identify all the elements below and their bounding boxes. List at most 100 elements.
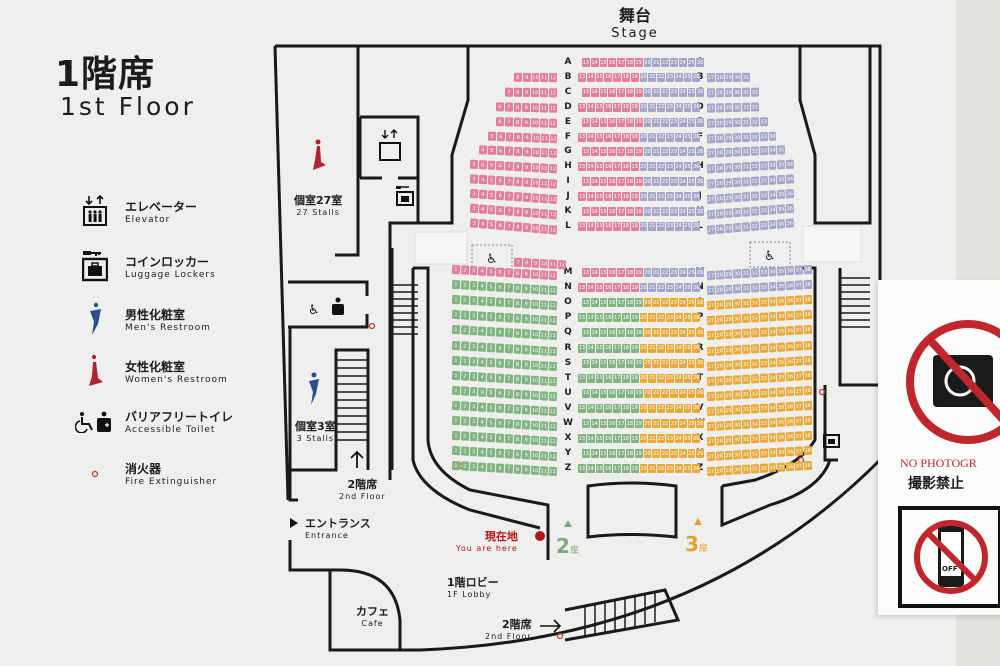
seat[interactable]: 3 — [469, 462, 479, 472]
seat[interactable]: 35 — [777, 432, 786, 442]
seat[interactable]: 12 — [548, 285, 558, 296]
seat[interactable]: 11 — [540, 315, 549, 325]
seat[interactable]: 11 — [540, 451, 549, 461]
seat[interactable]: 6 — [496, 267, 505, 277]
seat[interactable]: 14 — [590, 207, 599, 216]
seat[interactable]: 4 — [478, 387, 487, 397]
seat[interactable]: 34 — [768, 145, 777, 156]
seat[interactable]: 5 — [487, 463, 496, 473]
seat[interactable]: 35 — [777, 326, 786, 337]
seat[interactable]: 32 — [750, 434, 760, 444]
seat[interactable]: 20 — [639, 72, 648, 82]
seat[interactable]: 36 — [785, 416, 795, 427]
seat[interactable]: 32 — [750, 268, 760, 278]
seat[interactable]: 15 — [595, 464, 604, 474]
seat[interactable]: 23 — [665, 283, 674, 293]
seat[interactable]: 17 — [613, 192, 621, 202]
seat[interactable]: 2 — [460, 386, 470, 396]
seat[interactable]: 17 — [617, 328, 625, 338]
seat[interactable]: 23 — [665, 403, 674, 413]
seat[interactable]: 7 — [504, 313, 514, 323]
seat[interactable]: 19 — [634, 449, 643, 459]
seat[interactable]: 12 — [548, 331, 558, 341]
seat[interactable]: 2 — [460, 265, 470, 275]
seat[interactable]: 11 — [540, 148, 549, 158]
seat[interactable]: 36 — [785, 401, 795, 412]
seat[interactable]: 8 — [513, 177, 523, 187]
seat[interactable]: 9 — [522, 269, 531, 279]
seat[interactable]: 19 — [634, 117, 643, 127]
seat[interactable]: 9 — [522, 207, 531, 218]
seat[interactable]: 25 — [683, 313, 692, 323]
seat[interactable]: 8 — [513, 449, 523, 460]
seat[interactable]: 31 — [741, 434, 751, 445]
seat[interactable]: 27 — [706, 148, 716, 159]
seat[interactable]: 6 — [496, 418, 505, 428]
seat[interactable]: 15 — [595, 102, 604, 112]
seat[interactable]: 33 — [759, 116, 768, 126]
seat[interactable]: 22 — [657, 313, 665, 323]
seat[interactable]: 15 — [599, 449, 608, 459]
seat[interactable]: 28 — [715, 375, 724, 386]
seat[interactable]: 37 — [794, 295, 803, 306]
seat[interactable]: 1 — [452, 446, 461, 456]
seat[interactable]: 29 — [724, 223, 733, 234]
seat[interactable]: 31 — [742, 87, 751, 97]
seat[interactable]: 9 — [522, 435, 531, 445]
seat[interactable]: 11 — [540, 118, 549, 128]
seat[interactable]: 27 — [706, 331, 716, 341]
seat[interactable]: 4 — [478, 189, 487, 200]
seat[interactable]: 8 — [513, 147, 522, 157]
seat[interactable]: 37 — [794, 265, 803, 275]
seat[interactable]: 18 — [621, 192, 630, 202]
seat[interactable]: 11 — [540, 72, 549, 82]
seat[interactable]: 22 — [661, 419, 669, 428]
seat[interactable]: 13 — [582, 449, 590, 459]
seat[interactable]: 20 — [643, 117, 652, 127]
seat[interactable]: 6 — [496, 161, 505, 171]
seat[interactable]: 9 — [522, 450, 531, 460]
seat[interactable]: 36 — [785, 280, 795, 291]
seat[interactable]: 30 — [733, 299, 742, 309]
seat[interactable]: 1 — [452, 400, 461, 411]
seat[interactable]: 1 — [452, 461, 461, 471]
seat[interactable]: 28 — [715, 148, 724, 158]
seat[interactable]: 29 — [724, 435, 733, 446]
seat[interactable]: 31 — [741, 298, 751, 309]
seat[interactable]: 1 — [452, 264, 461, 275]
seat[interactable]: 23 — [669, 358, 678, 368]
seat[interactable]: 18 — [625, 298, 634, 308]
seat[interactable]: 34 — [768, 417, 777, 428]
seat[interactable]: 8 — [513, 117, 522, 127]
door-3-label[interactable]: 3扉 — [685, 532, 708, 556]
seat[interactable]: 25 — [687, 449, 696, 459]
seat[interactable]: 24 — [678, 147, 687, 157]
seat[interactable]: 25 — [683, 283, 692, 293]
seat[interactable]: 20 — [639, 434, 648, 444]
seat[interactable]: 38 — [803, 400, 812, 411]
seat[interactable]: 38 — [803, 385, 812, 396]
seat[interactable]: 4 — [478, 296, 487, 307]
seat[interactable]: 32 — [750, 328, 760, 338]
seat[interactable]: 15 — [595, 373, 604, 383]
seat[interactable]: 12 — [548, 406, 558, 417]
seat[interactable]: 19 — [634, 388, 643, 398]
seat[interactable]: 6 — [496, 312, 505, 323]
seat[interactable]: 8 — [513, 328, 523, 339]
seat[interactable]: 35 — [777, 447, 786, 458]
seat[interactable]: 22 — [657, 102, 665, 112]
seat[interactable]: 18 — [621, 102, 630, 112]
seat[interactable]: 18 — [621, 313, 630, 323]
seat[interactable]: 27 — [706, 436, 716, 447]
seat[interactable]: 6 — [496, 146, 505, 156]
seat[interactable]: 22 — [657, 132, 665, 142]
seat[interactable]: 26 — [696, 268, 705, 277]
seat[interactable]: 11 — [540, 390, 549, 401]
seat[interactable]: 27 — [706, 209, 716, 220]
seat[interactable]: 30 — [733, 117, 742, 127]
seat[interactable]: 18 — [621, 373, 630, 383]
seat[interactable]: 25 — [687, 58, 696, 67]
seat[interactable]: 6 — [496, 282, 505, 293]
seat[interactable]: 10 — [531, 117, 540, 127]
seat[interactable]: 37 — [794, 325, 803, 336]
